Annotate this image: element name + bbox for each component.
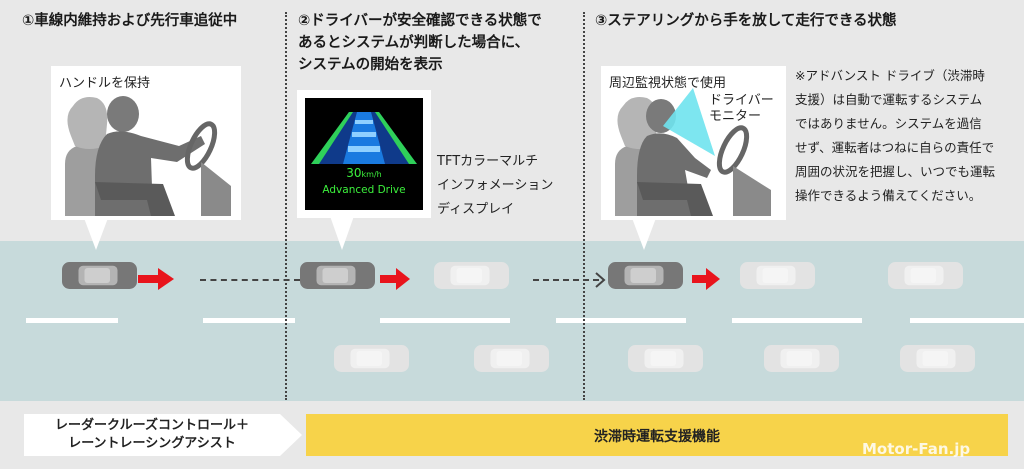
- other-vehicle: [900, 345, 975, 372]
- driver-monitor-icon: [615, 88, 771, 216]
- chevron-right-icon: [595, 272, 606, 288]
- lane-marking: [910, 318, 1024, 323]
- multi-information-display: 30km/h Advanced Drive: [305, 98, 423, 210]
- step-2-heading: ②ドライバーが安全確認できる状態で あるとシステムが判断した場合に、 システムの…: [298, 13, 542, 73]
- other-vehicle: [740, 262, 815, 289]
- callout-pointer: [330, 216, 354, 250]
- tft-display-label: TFTカラーマルチ インフォメーション ディスプレイ: [437, 154, 554, 217]
- function-bar-left-text: レーダークルーズコントロール＋ レーントレーシングアシスト: [55, 418, 249, 451]
- function-bar-left: [24, 414, 302, 456]
- red-arrow-icon: [380, 268, 410, 290]
- lane-marking: [556, 318, 686, 323]
- other-vehicle: [888, 262, 963, 289]
- function-bar-right: 渋滞時運転支援機能: [306, 414, 1008, 456]
- section-divider: [285, 12, 287, 400]
- callout-steer: ハンドルを保持: [51, 66, 241, 220]
- other-vehicle: [434, 262, 509, 289]
- ego-vehicle: [300, 262, 375, 289]
- watermark: Motor-Fan.jp: [862, 440, 971, 458]
- flow-connector: [533, 279, 599, 281]
- lane-marking: [26, 318, 118, 323]
- driver-monitor-label: ドライバー モニター: [709, 93, 774, 124]
- ego-vehicle: [608, 262, 683, 289]
- section-divider: [583, 12, 585, 400]
- lane-marking: [203, 318, 295, 323]
- other-vehicle: [628, 345, 703, 372]
- callout-pointer: [632, 218, 656, 250]
- driver-holding-wheel-icon: [65, 96, 231, 216]
- disclaimer-note: ※アドバンスト ドライブ（渋滞時 支援）は自動で運転するシステム ではありません…: [795, 68, 996, 203]
- red-arrow-icon: [692, 268, 720, 290]
- other-vehicle: [764, 345, 839, 372]
- speed-readout: 30km/h: [346, 166, 382, 180]
- lane-graphic-icon: [311, 112, 417, 164]
- callout-pointer: [84, 218, 108, 250]
- advanced-drive-label: Advanced Drive: [322, 184, 406, 196]
- callout-monitor: 周辺監視状態で使用 ドライバー モニター: [601, 66, 786, 220]
- lane-marking: [380, 318, 510, 323]
- flow-connector: [200, 279, 300, 281]
- step-1-heading: ①車線内維持および先行車追従中: [22, 13, 238, 29]
- ego-vehicle: [62, 262, 137, 289]
- other-vehicle: [334, 345, 409, 372]
- red-arrow-icon: [138, 268, 174, 290]
- step-3-heading: ③ステアリングから手を放して走行できる状態: [595, 13, 897, 29]
- other-vehicle: [474, 345, 549, 372]
- lane-marking: [732, 318, 862, 323]
